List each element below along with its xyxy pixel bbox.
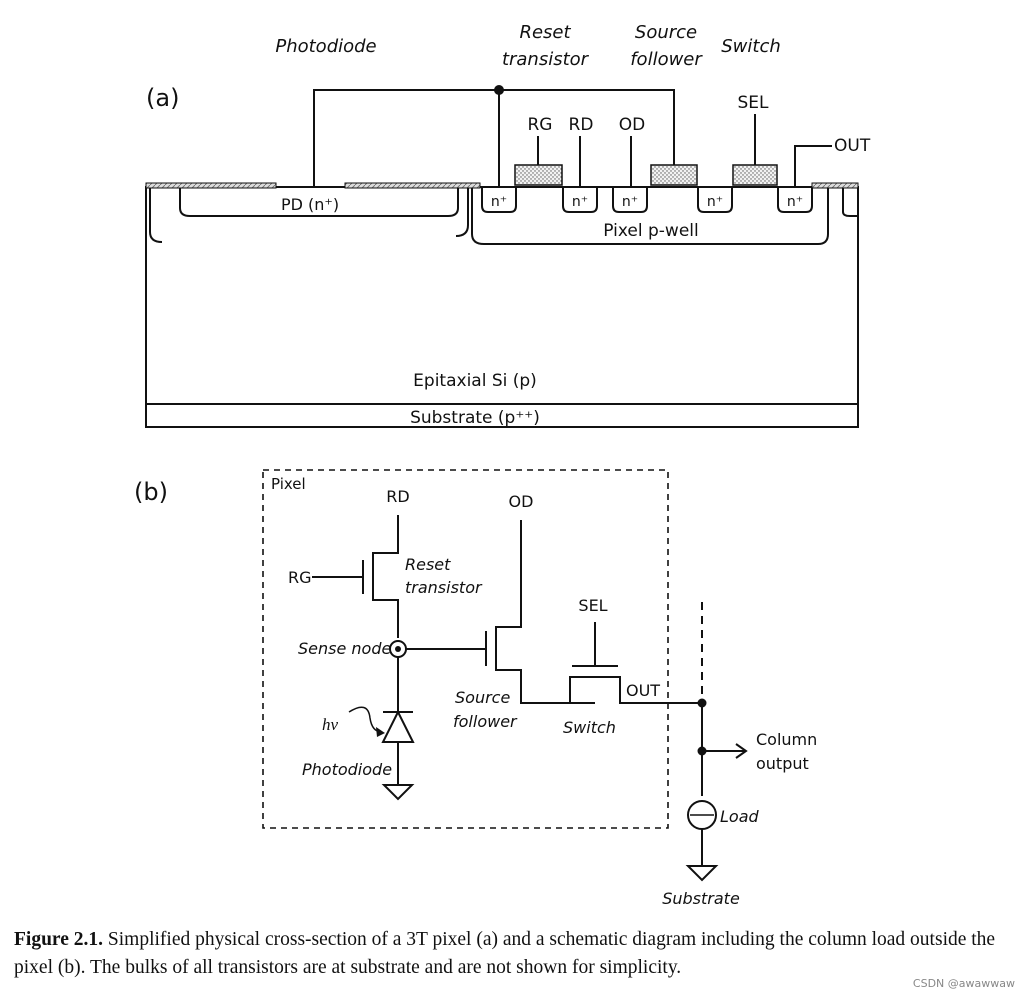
pixel-box-label: Pixel: [271, 475, 306, 493]
switch-gate: [732, 164, 778, 186]
pwell-label: Pixel p-well: [603, 221, 698, 241]
reset-transistor-channel: [372, 515, 399, 638]
epi-label: Epitaxial Si (p): [413, 371, 537, 391]
reset-label-line1: Reset: [405, 555, 451, 574]
switch-channel: [545, 676, 700, 704]
pd-label: PD (n⁺): [281, 195, 339, 214]
column-junction-dot: [697, 698, 707, 708]
od-terminal-label: OD: [619, 115, 645, 135]
sf-gate: [650, 164, 698, 186]
switch-label: Switch: [563, 718, 616, 737]
source-title-line2: follower: [630, 49, 703, 70]
isolation-right: [842, 188, 858, 217]
sf-label-line2: follower: [453, 712, 518, 731]
substrate-label: Substrate: [662, 889, 740, 908]
reset-title-line1: Reset: [519, 22, 571, 43]
pixel-boundary: [262, 469, 669, 829]
sel-terminal-label: SEL: [737, 93, 769, 113]
n-plus-label: n⁺: [622, 194, 638, 210]
n-plus-label: n⁺: [572, 194, 588, 210]
rg-label: RG: [288, 568, 312, 587]
rd-label: RD: [386, 487, 409, 506]
reset-label-line2: transistor: [405, 578, 483, 597]
oxide-strip: [344, 182, 481, 189]
isolation-mid: [455, 188, 469, 237]
od-label: OD: [509, 492, 534, 511]
isolation-left: [149, 188, 163, 243]
pixel-pwell: [471, 188, 829, 245]
n-plus-label: n⁺: [491, 194, 507, 210]
panel-a-label: (a): [146, 84, 179, 112]
reset-gate: [514, 164, 563, 186]
reset-title-line2: transistor: [502, 49, 590, 70]
caption-label: Figure 2.1.: [14, 929, 104, 950]
silicon-body: [145, 186, 859, 428]
column-label-line2: output: [756, 754, 809, 773]
rg-terminal-label: RG: [528, 115, 553, 135]
photodiode-label: Photodiode: [302, 760, 392, 779]
load-label: Load: [720, 807, 760, 826]
sense-node-label: Sense node: [298, 639, 391, 658]
panel-b-schematic: (b) Pixel RD RG Reset transistor Sense n…: [134, 469, 817, 908]
pd-to-sf-wire: [313, 89, 675, 187]
out-lead: [794, 145, 832, 188]
column-label-line1: Column: [756, 730, 817, 749]
oxide-strip: [811, 182, 859, 189]
figure-caption: Figure 2.1. Simplified physical cross-se…: [14, 926, 1009, 982]
source-title-line1: Source: [635, 22, 697, 43]
panel-b-label: (b): [134, 478, 168, 506]
junction-dot: [494, 85, 504, 95]
panel-a-cross-section: (a) Photodiode Reset transistor Source f…: [145, 22, 871, 428]
pd-ground-icon: [381, 784, 415, 801]
switch-title: Switch: [721, 36, 781, 57]
n-plus-diffusions: n⁺ n⁺ n⁺ n⁺ n⁺: [481, 188, 813, 213]
rd-terminal-label: RD: [569, 115, 594, 135]
watermark: CSDN @awawwaw: [912, 977, 1015, 990]
sf-channel-and-out: [495, 520, 595, 704]
column-output-arrow-icon: [735, 743, 748, 759]
out-label: OUT: [626, 681, 660, 700]
pd-region: [179, 188, 459, 217]
sel-label: SEL: [578, 596, 607, 615]
n-plus-label: n⁺: [707, 194, 723, 210]
oxide-strip: [145, 182, 277, 189]
caption-text: Simplified physical cross-section of a 3…: [14, 929, 996, 978]
out-terminal-label: OUT: [834, 136, 871, 156]
substrate-label: Substrate (p⁺⁺): [410, 408, 540, 428]
photodiode-title: Photodiode: [275, 36, 376, 57]
n-plus-label: n⁺: [787, 194, 803, 210]
substrate-ground-icon: [685, 865, 719, 882]
sf-label-line1: Source: [455, 688, 510, 707]
photodiode-symbol: [381, 709, 415, 743]
hv-label: hv: [322, 715, 339, 734]
